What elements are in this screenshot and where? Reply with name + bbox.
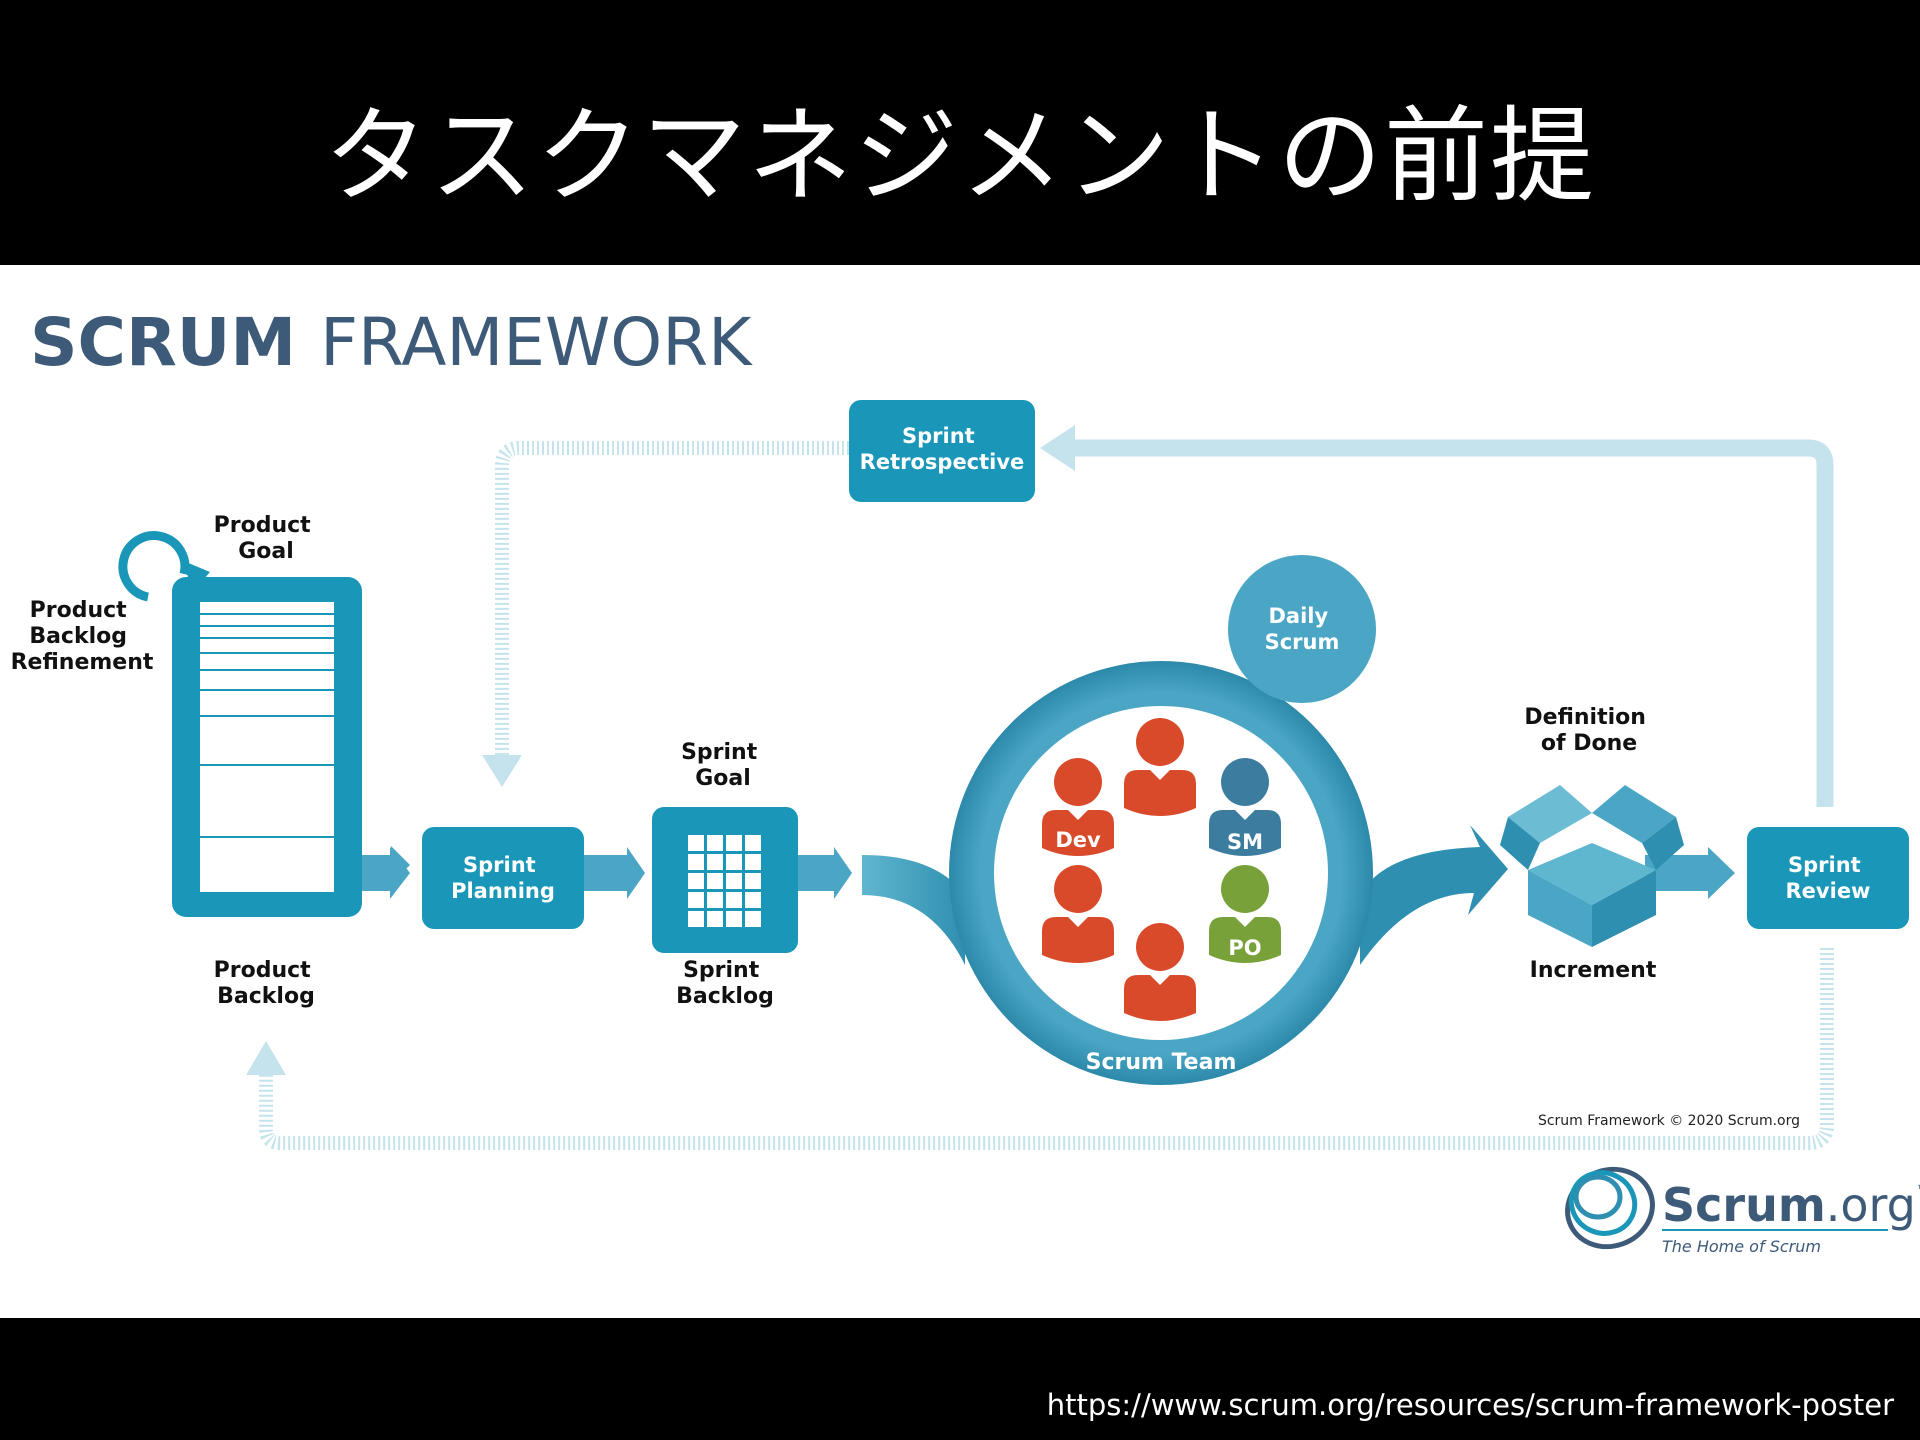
sprint-backlog-cell — [726, 873, 742, 889]
logo-tagline: The Home of Scrum — [1662, 1237, 1821, 1256]
copyright-text: Scrum Framework © 2020 Scrum.org — [1538, 1113, 1800, 1129]
scrum-team-members — [1042, 718, 1281, 1021]
product-backlog-icon — [172, 577, 362, 917]
heading-bold: SCRUM — [30, 304, 296, 381]
definition-of-done-label: Definition of Done — [1524, 705, 1653, 756]
sprint-flow-out — [1360, 825, 1508, 965]
framework-heading: SCRUM FRAMEWORK — [30, 304, 753, 381]
sprint-backlog-label: Sprint Backlog — [676, 958, 774, 1009]
sprint-backlog-cell — [707, 892, 723, 908]
dev-role-label: Dev — [1055, 828, 1101, 852]
svg-text:Sprint Retrospective: Sprint Retrospective — [860, 424, 1025, 474]
slide-content: SCRUM FRAMEWORK Product Goal Product Back… — [0, 265, 1920, 1318]
person-icon — [1042, 865, 1114, 963]
sprint-backlog-cell — [688, 854, 704, 870]
retrospective-loop — [482, 425, 1834, 807]
heading-light: FRAMEWORK — [320, 304, 753, 381]
po-person-icon — [1209, 865, 1281, 963]
sprint-backlog-cell — [688, 873, 704, 889]
source-url: https://www.scrum.org/resources/scrum-fr… — [1046, 1388, 1894, 1422]
sprint-backlog-cell — [726, 911, 742, 927]
sprint-backlog-cell — [726, 835, 742, 851]
sprint-backlog-cell — [745, 911, 761, 927]
sprint-backlog-cell — [688, 835, 704, 851]
sprint-backlog-cell — [707, 873, 723, 889]
sprint-backlog-cell — [707, 854, 723, 870]
person-icon — [1124, 923, 1196, 1021]
logo-wordmark: Scrum.org™ — [1662, 1178, 1920, 1232]
sprint-backlog-cell — [707, 835, 723, 851]
sprint-backlog-cell — [745, 854, 761, 870]
sprint-planning-box: Sprint Planning — [422, 827, 584, 929]
svg-text:Sprint Review: Sprint Review — [1786, 853, 1871, 903]
sprint-backlog-cell — [707, 911, 723, 927]
slide-title: タスクマネジメントの前提 — [323, 95, 1596, 217]
sm-person-icon — [1209, 758, 1281, 856]
sprint-backlog-cell — [688, 911, 704, 927]
sprint-backlog-cell — [726, 854, 742, 870]
sprint-retrospective-box: Sprint Retrospective — [849, 400, 1035, 502]
sprint-review-box: Sprint Review — [1747, 827, 1909, 929]
sprint-flow-in — [862, 855, 965, 965]
sm-role-label: SM — [1227, 830, 1263, 854]
backlog-refinement-label: Product Backlog Refinement — [11, 598, 154, 675]
svg-text:Daily Scrum: Daily Scrum — [1265, 604, 1340, 654]
po-role-label: PO — [1228, 936, 1261, 960]
increment-label: Increment — [1530, 958, 1657, 983]
sprint-backlog-cell — [688, 892, 704, 908]
slide-header: タスクマネジメントの前提 — [0, 0, 1920, 265]
sprint-backlog-cell — [745, 873, 761, 889]
sprint-goal-label: Sprint Goal — [681, 740, 765, 791]
sprint-backlog-icon — [652, 807, 798, 953]
product-backlog-label: Product Backlog — [214, 958, 319, 1009]
daily-scrum-bubble: Daily Scrum — [1228, 555, 1376, 703]
person-icon — [1124, 718, 1196, 816]
flow-arrows — [362, 846, 1735, 899]
scrum-team-label: Scrum Team — [1086, 1050, 1237, 1075]
svg-text:Sprint Planning: Sprint Planning — [451, 853, 555, 903]
sprint-backlog-cell — [745, 835, 761, 851]
increment-box-icon — [1500, 785, 1684, 947]
sprint-backlog-cell — [745, 892, 761, 908]
scrum-org-logo: Scrum.org™ The Home of Scrum — [1565, 1166, 1920, 1256]
dev-person-icon — [1042, 758, 1114, 856]
sprint-backlog-cell — [726, 892, 742, 908]
slide-footer: https://www.scrum.org/resources/scrum-fr… — [0, 1318, 1920, 1440]
review-loop — [246, 948, 1834, 1150]
product-goal-label: Product Goal — [214, 513, 319, 564]
scrum-framework-diagram: SCRUM FRAMEWORK Product Goal Product Back… — [11, 304, 1920, 1256]
